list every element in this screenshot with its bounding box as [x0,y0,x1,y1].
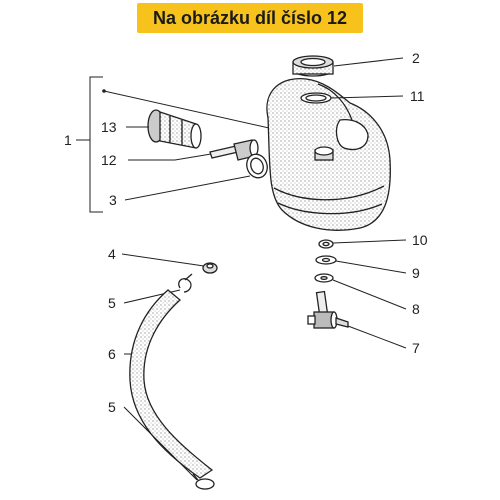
nut [318,239,334,249]
hose-nut [202,262,218,274]
callout-3: 3 [109,192,117,208]
fuel-filter [147,109,202,149]
leader-line-4 [121,253,205,267]
callout-7: 7 [412,340,420,356]
callout-2: 2 [412,50,420,66]
leader-line-2 [333,57,404,67]
leader-line-tank [103,90,279,131]
tap-stem [209,139,259,161]
fuel-hose [129,289,214,479]
callout-5-bottom: 5 [108,399,116,415]
leader-line-9 [335,260,407,274]
callout-11: 11 [410,88,425,104]
fuel-tap [307,290,349,329]
leader-line-3 [124,175,251,201]
callout-10: 10 [412,232,428,248]
tank-cap [292,55,334,77]
callout-6: 6 [108,346,116,362]
hose-clip-bottom [192,473,215,490]
hose-clip-top [178,273,193,293]
callout-8: 8 [412,301,420,317]
leader-line-5b [123,406,198,481]
header-banner: Na obrázku díl číslo 12 [0,0,500,36]
fuel-tank [266,77,391,231]
leader-line-7 [347,325,407,349]
leader-line-11 [330,95,404,99]
leader-line-8 [332,279,407,310]
washer-large [315,255,337,265]
seal-ring [300,92,332,104]
washer-small [314,273,334,283]
group-bracket [89,76,103,213]
callout-12: 12 [101,152,117,168]
o-ring [246,153,268,179]
callout-1: 1 [64,132,72,148]
page-title: Na obrázku díl číslo 12 [136,3,364,33]
leader-line-10 [332,239,407,244]
leader-line-12 [128,153,212,161]
callout-13: 13 [101,119,117,135]
callout-5-top: 5 [108,295,116,311]
callout-9: 9 [412,265,420,281]
callout-4: 4 [108,246,116,262]
